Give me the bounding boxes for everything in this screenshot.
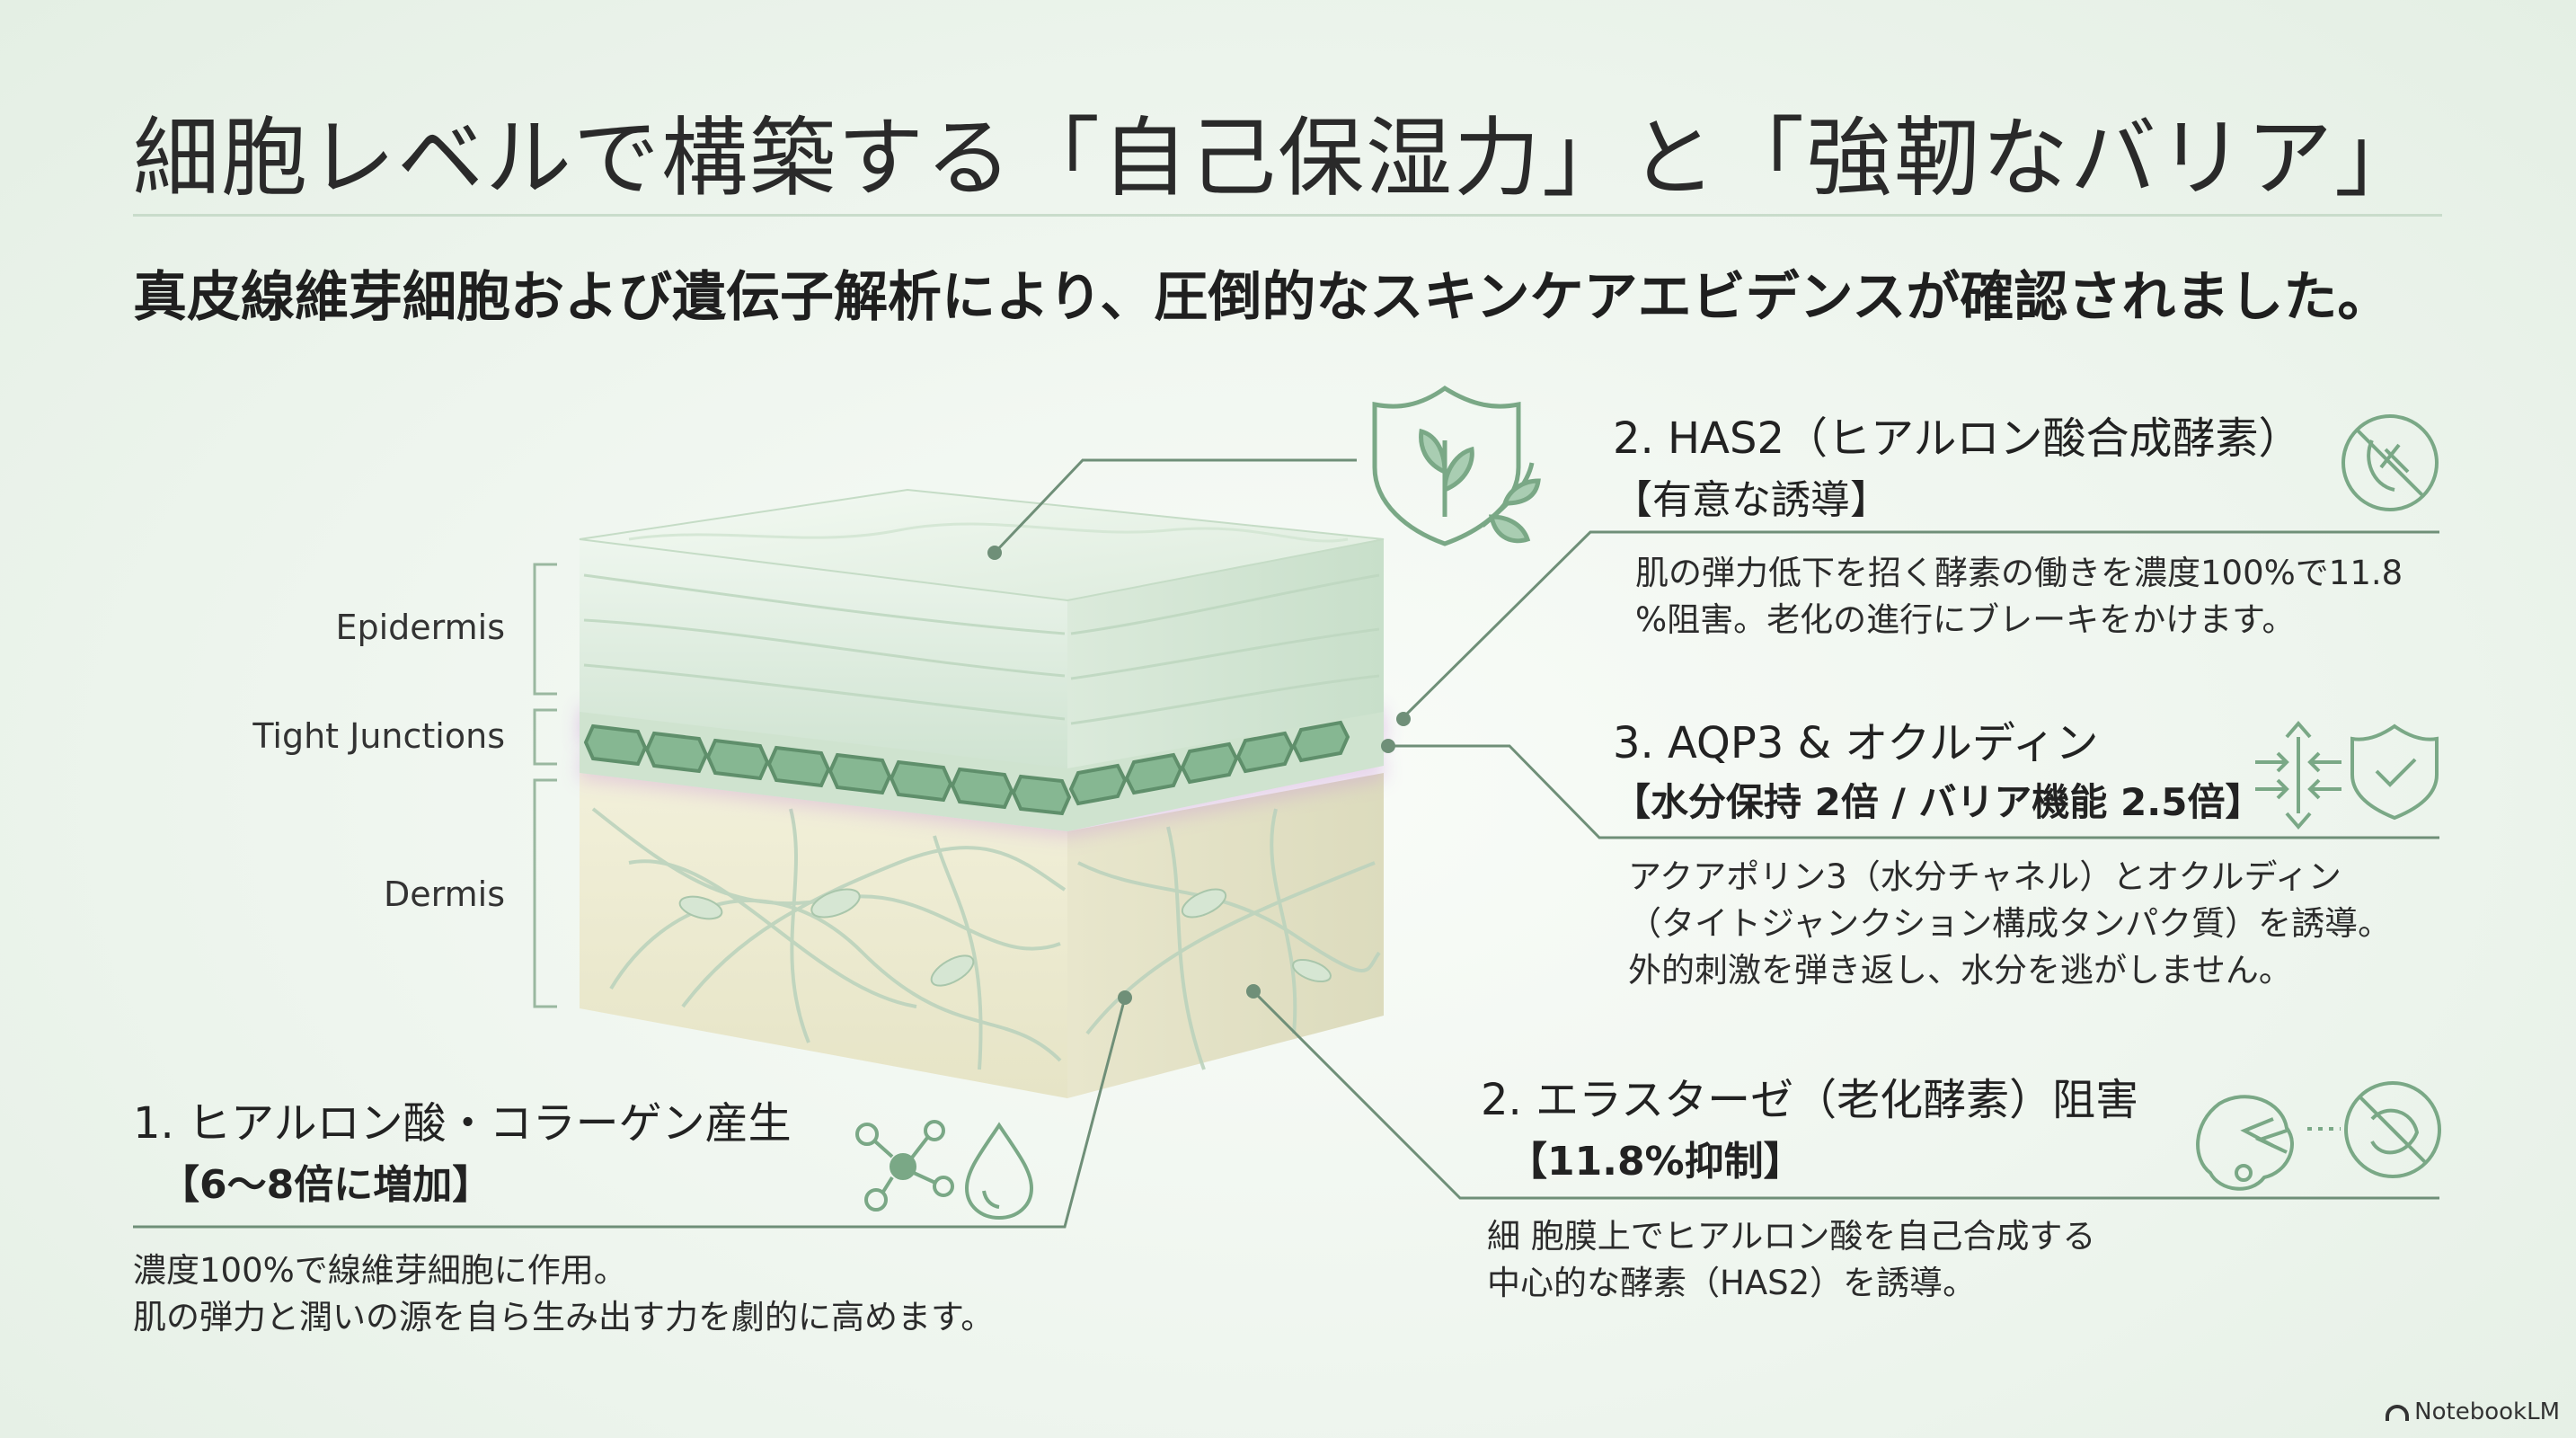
dermis-bracket: [533, 778, 557, 1008]
body-line: 肌の弾力と潤いの源を自ら生み出す力を劇的に高めます。: [133, 1298, 995, 1336]
notebooklm-logo-icon: [2386, 1405, 2410, 1421]
epidermis-striations: [583, 573, 1380, 725]
epidermis-bracket: [533, 563, 557, 696]
connector-has2: [993, 458, 1357, 555]
molecule-icon: [855, 1120, 954, 1212]
tight-junction-band: [577, 706, 1387, 839]
section-heading: 2. HAS2（ヒアルロン酸合成酵素）: [1613, 413, 2302, 464]
section-heading: 1. ヒアルロン酸・コラーゲン産生: [133, 1098, 792, 1149]
section-body: アクアポリン3（水分チャネル）とオクルディン （タイトジャンクション構成タンパク…: [1628, 854, 2391, 994]
section-subheading: 【水分保持 2倍 / バリア機能 2.5倍】: [1613, 780, 2263, 824]
section-heading: 3. AQP3 & オクルディン: [1613, 718, 2099, 768]
shield-leaf-icon: [1372, 385, 1541, 546]
shield-check-icon: [2350, 723, 2439, 821]
brand-name: NotebookLM: [2414, 1398, 2560, 1425]
section-subheading: 【有意な誘導】: [1613, 477, 1890, 523]
section-elastase: 2. エラスターゼ（老化酵素）阻害 【11.8%抑制】: [1481, 1071, 2138, 1186]
body-line: 外的刺激を弾き返し、水分を逃がしません。: [1628, 951, 2292, 990]
section-hyaluronic-collagen: 1. ヒアルロン酸・コラーゲン産生 【6〜8倍に増加】: [133, 1095, 792, 1210]
water-drop-icon: [964, 1122, 1034, 1221]
body-line: 中心的な酵素（HAS2）を誘導。: [1487, 1264, 1977, 1302]
brand-watermark: NotebookLM: [2386, 1398, 2560, 1425]
section-body: 肌の弾力低下を招く酵素の働きを濃度100%で11.8 %阻害。老化の進行にブレー…: [1635, 550, 2403, 644]
page-title: 細胞レベルで構築する「自己保湿力」と「強靭なバリア」: [133, 108, 2422, 209]
label-tight-junctions: Tight Junctions: [252, 716, 505, 756]
body-line: %阻害。老化の進行にブレーキをかけます。: [1635, 600, 2296, 639]
fibroblast-cells: [678, 888, 1332, 987]
section-has2: 2. HAS2（ヒアルロン酸合成酵素） 【有意な誘導】: [1613, 410, 2302, 525]
connector-dots: [987, 546, 1411, 1005]
barrier-arrows-icon: [2255, 720, 2341, 830]
section-subheading: 【11.8%抑制】: [1508, 1139, 1803, 1185]
connector-has2-rule: [1400, 530, 2439, 721]
body-line: 濃度100%で線維芽細胞に作用。: [133, 1251, 627, 1290]
connector-elastase: [1252, 990, 2439, 1200]
connector-lines: [133, 458, 2439, 1229]
section-body: 濃度100%で線維芽細胞に作用。 肌の弾力と潤いの源を自ら生み出す力を劇的に高め…: [133, 1247, 994, 1341]
blocked-icon: [2344, 1081, 2441, 1178]
page-subtitle: 真皮線維芽細胞および遺伝子解析により、圧倒的なスキンケアエビデンスが確認されまし…: [133, 266, 2392, 329]
inhibition-icon: [2341, 414, 2439, 511]
dermis-block: [580, 773, 1384, 1098]
tight-junctions-bracket: [533, 708, 557, 766]
section-aqp3-occludin: 3. AQP3 & オクルディン 【水分保持 2倍 / バリア機能 2.5倍】: [1613, 715, 2262, 827]
epidermis-block: [579, 488, 1385, 768]
body-line: 肌の弾力低下を招く酵素の働きを濃度100%で11.8: [1635, 554, 2403, 592]
section-heading: 2. エラスターゼ（老化酵素）阻害: [1481, 1075, 2139, 1125]
junction-cells: [583, 720, 1350, 816]
body-line: アクアポリン3（水分チャネル）とオクルディン: [1628, 857, 2341, 896]
title-divider: [133, 214, 2442, 217]
section-body: 細 胞膜上でヒアルロン酸を自己合成する 中心的な酵素（HAS2）を誘導。: [1487, 1213, 2095, 1307]
body-line: （タイトジャンクション構成タンパク質）を誘導。: [1628, 904, 2392, 943]
section-subheading: 【6〜8倍に増加】: [160, 1162, 492, 1208]
connector-aqp3: [1388, 744, 2439, 839]
body-line: 細 胞膜上でヒアルロン酸を自己合成する: [1487, 1217, 2096, 1256]
layer-brackets: [533, 563, 557, 1008]
label-dermis: Dermis: [384, 874, 505, 914]
connector-hyaluronic: [133, 997, 1127, 1229]
label-epidermis: Epidermis: [335, 608, 505, 647]
enzyme-icon: [2196, 1095, 2341, 1191]
